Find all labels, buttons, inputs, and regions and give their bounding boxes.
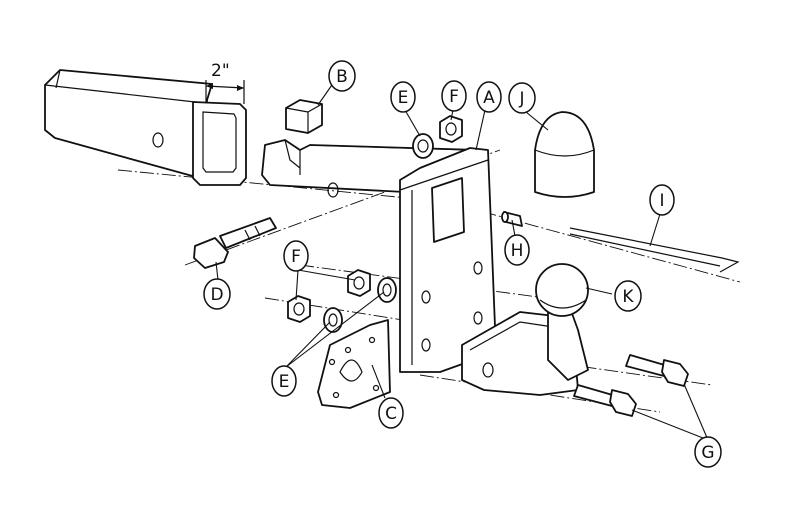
callout-i: I — [649, 184, 675, 216]
nut-f-lower-right — [347, 269, 371, 297]
tow-ball-bracket — [461, 263, 589, 396]
callout-d: D — [203, 278, 231, 310]
callout-label-b: B — [336, 67, 348, 87]
callout-label-f-lower: F — [291, 247, 301, 267]
callout-h: H — [504, 234, 530, 266]
callout-f-top: F — [441, 80, 467, 112]
bolt-g-lower — [573, 384, 637, 417]
pin-h — [501, 211, 523, 227]
locking-clip-i — [569, 227, 740, 273]
socket-plate-c — [317, 319, 391, 409]
tow-ball-k — [535, 263, 589, 317]
nut-f-lower-left — [287, 295, 311, 323]
callout-label-f-top: F — [449, 87, 459, 107]
dimension-label: 2" — [211, 61, 230, 81]
washer-e-lower-left — [323, 307, 343, 333]
callout-e-lower: E — [271, 365, 297, 397]
callout-label-i: I — [659, 191, 664, 211]
receiver-tube — [44, 69, 247, 186]
callout-label-d: D — [210, 285, 223, 305]
bolt-g-upper — [625, 354, 689, 387]
callout-b: B — [328, 60, 356, 92]
callout-label-g: G — [701, 443, 714, 463]
callout-g: G — [694, 436, 722, 468]
callout-label-j: J — [518, 89, 524, 109]
bolt-d — [193, 217, 277, 269]
callout-label-e-top: E — [398, 88, 409, 108]
mounting-plate-a — [399, 147, 497, 373]
spacer-block-b — [285, 99, 323, 134]
washer-e-lower-right — [377, 277, 397, 303]
callout-c: C — [378, 397, 404, 429]
washer-e-top — [412, 133, 434, 159]
nut-f-top — [439, 115, 463, 143]
dimension-2in: 2" — [205, 61, 245, 104]
callout-label-a: A — [483, 88, 495, 108]
callout-label-e-lower: E — [279, 372, 290, 392]
callout-label-h: H — [511, 241, 524, 261]
axis-bolt-d — [184, 149, 501, 266]
callout-k: K — [614, 280, 642, 312]
callout-label-k: K — [622, 287, 634, 307]
callout-j: J — [508, 82, 536, 114]
callout-e-top: E — [390, 81, 416, 113]
ball-cap-j — [534, 111, 595, 198]
callout-label-c: C — [385, 404, 397, 424]
callout-a: A — [476, 81, 502, 113]
callout-f-lower: F — [283, 240, 309, 272]
